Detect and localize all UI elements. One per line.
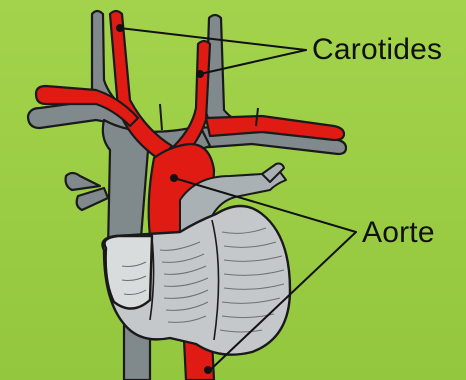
carotides-label: Carotides (312, 35, 442, 65)
right-atrium (105, 236, 153, 309)
aorta-dot-descending (204, 366, 212, 374)
carotid-dot-right (196, 70, 204, 78)
carotid-dot-left (116, 24, 124, 32)
aorta-dot-arch (170, 174, 178, 182)
aorte-label: Aorte (362, 218, 435, 248)
